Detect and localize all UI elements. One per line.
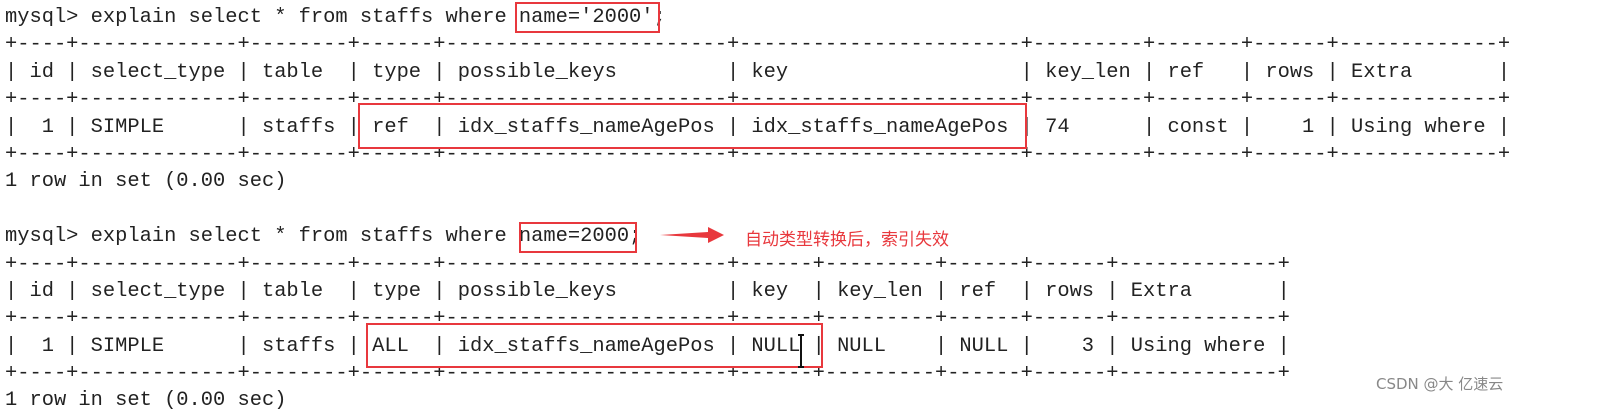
annotation-note: 自动类型转换后，索引失效 bbox=[745, 230, 949, 250]
table-border: +----+-------------+--------+------+----… bbox=[5, 252, 1290, 276]
table-header: | id | select_type | table | type | poss… bbox=[5, 60, 1511, 84]
table-row: | 1 | SIMPLE | staffs | ALL | idx_staffs… bbox=[5, 334, 1290, 358]
query-prompt: mysql> explain select * from staffs wher… bbox=[5, 6, 666, 29]
result-summary: 1 row in set (0.00 sec) bbox=[5, 170, 287, 194]
arrow-right-icon bbox=[660, 227, 724, 243]
table-border: +----+-------------+--------+------+----… bbox=[5, 362, 1290, 386]
blank-line bbox=[5, 196, 1510, 223]
highlight-box-query1-type-key bbox=[358, 103, 1027, 149]
table-border: +----+-------------+--------+------+----… bbox=[5, 33, 1511, 57]
result-summary: 1 row in set (0.00 sec) bbox=[5, 389, 287, 413]
text-cursor-icon bbox=[798, 334, 804, 368]
highlight-box-query2-condition bbox=[519, 222, 637, 253]
watermark: CSDN @大 亿速云 bbox=[1376, 375, 1504, 393]
highlight-box-query1-condition bbox=[515, 2, 660, 33]
table-border: +----+-------------+--------+------+----… bbox=[5, 88, 1511, 112]
table-row: | 1 | SIMPLE | staffs | ref | idx_staffs… bbox=[5, 115, 1511, 139]
table-header: | id | select_type | table | type | poss… bbox=[5, 279, 1290, 303]
query-prompt: mysql> explain select * from staffs wher… bbox=[5, 225, 642, 249]
highlight-box-query2-type-key bbox=[366, 323, 823, 368]
table-border: +----+-------------+--------+------+----… bbox=[5, 307, 1290, 331]
